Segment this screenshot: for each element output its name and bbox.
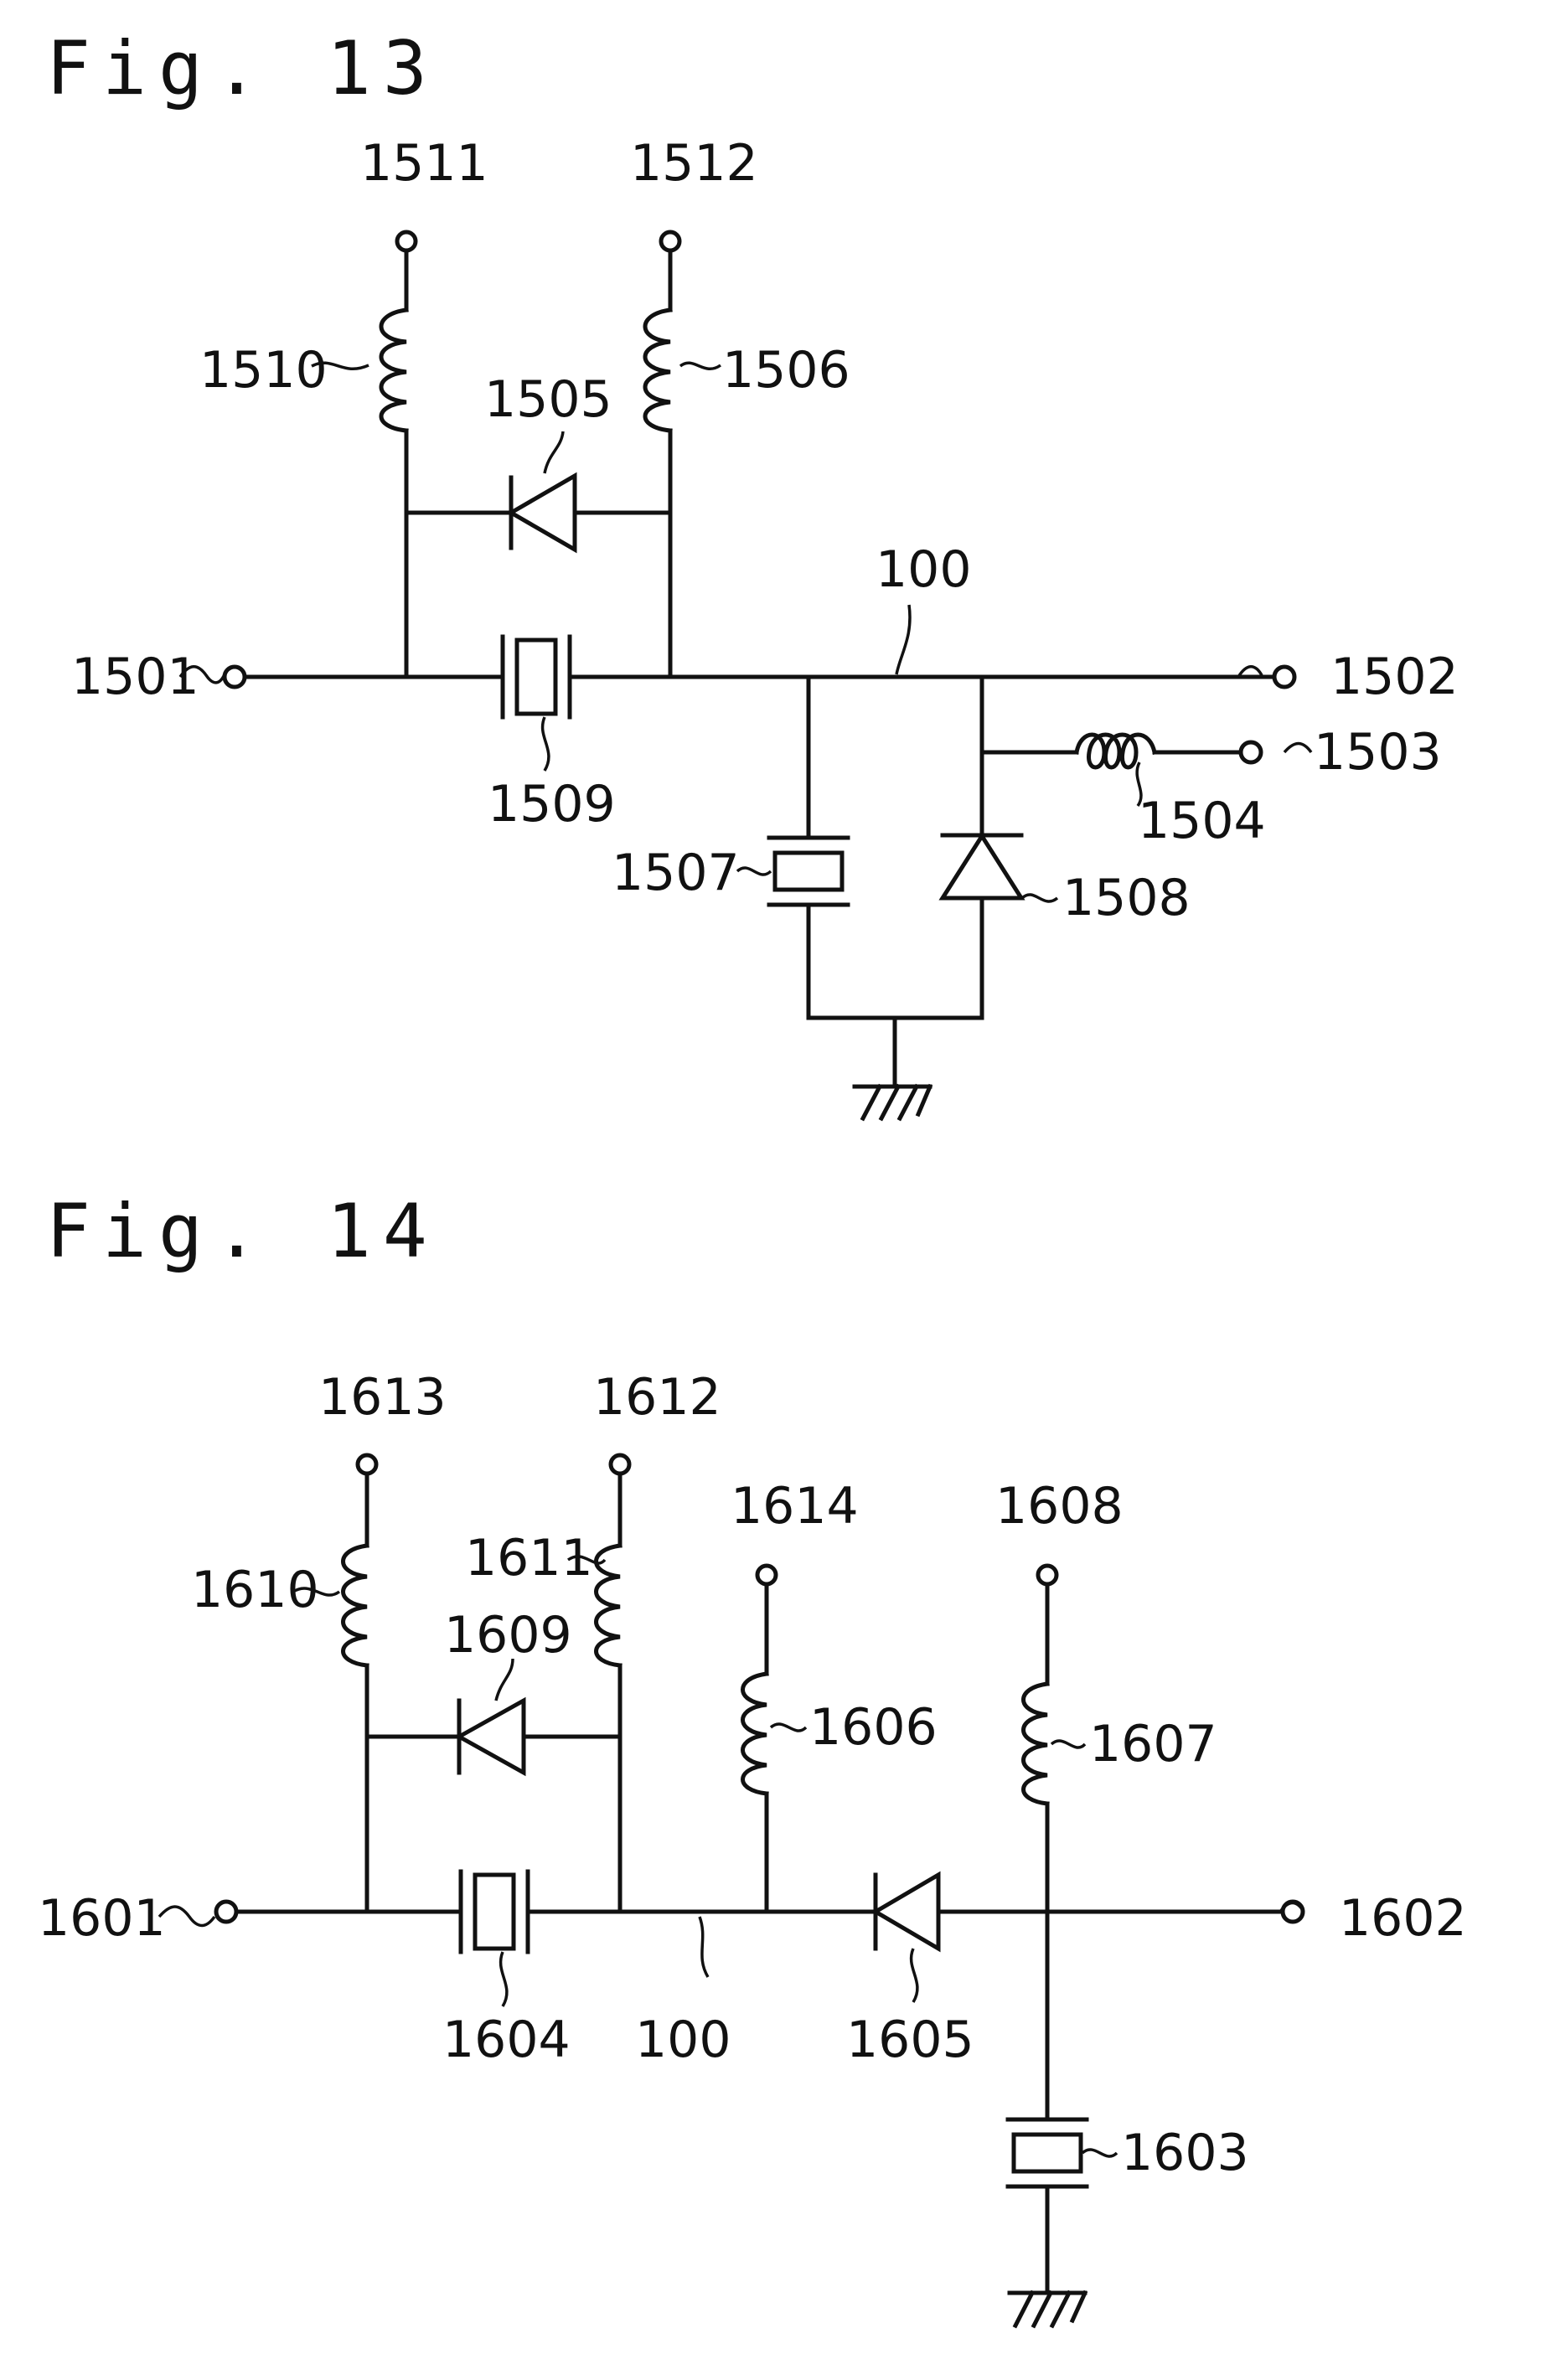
label-1505: 1505: [484, 370, 612, 429]
inductor-1504: [982, 735, 1240, 767]
terminal-1502: [1274, 667, 1294, 687]
label-1509: 1509: [488, 775, 616, 834]
diode-1609: [367, 1701, 620, 1773]
resonator-1509: [503, 637, 570, 717]
label-1603: 1603: [1121, 2124, 1249, 2182]
terminal-1501: [225, 667, 245, 687]
label-1614: 1614: [731, 1477, 859, 1536]
label-1503: 1503: [1314, 723, 1442, 782]
label-1610: 1610: [191, 1561, 319, 1619]
label-1502: 1502: [1330, 648, 1459, 706]
diode-1505: [406, 476, 670, 550]
terminal-1612: [611, 1455, 629, 1474]
fig14-title: Fig. 14: [46, 1188, 439, 1274]
label-1612: 1612: [593, 1368, 721, 1427]
label-1508: 1508: [1062, 869, 1191, 927]
label-1605: 1605: [846, 2011, 974, 2069]
resonator-1507: [769, 677, 848, 1018]
label-100-fig14: 100: [635, 2011, 731, 2069]
inductor-1611: [597, 1474, 621, 1912]
inductor-1607: [1024, 1584, 1048, 1912]
label-1609: 1609: [444, 1606, 572, 1665]
label-1504: 1504: [1138, 792, 1266, 850]
label-1511: 1511: [360, 134, 488, 193]
terminal-1601: [216, 1902, 236, 1922]
inductor-1610: [344, 1474, 368, 1912]
label-1608: 1608: [995, 1477, 1124, 1536]
label-1607: 1607: [1089, 1715, 1217, 1773]
figure-13: Fig. 13: [46, 25, 1459, 1118]
terminal-1608: [1038, 1566, 1056, 1584]
figure-14: Fig. 14: [38, 1188, 1467, 2326]
label-1601: 1601: [38, 1889, 166, 1948]
label-1611: 1611: [465, 1529, 593, 1588]
terminal-1511: [397, 232, 416, 250]
fig13-title: Fig. 13: [46, 25, 439, 111]
label-1604: 1604: [442, 2011, 571, 2069]
inductor-1510: [381, 250, 406, 511]
label-1501: 1501: [71, 648, 199, 706]
inductor-1506: [645, 250, 670, 511]
label-1512: 1512: [630, 134, 758, 193]
label-1507: 1507: [612, 844, 740, 902]
ground-symbol-fig13: [808, 1018, 982, 1118]
label-100-fig13: 100: [876, 540, 972, 599]
resonator-1603: [1008, 1912, 1087, 2291]
terminal-1503: [1241, 742, 1261, 762]
diode-1508: [943, 677, 1021, 1018]
label-1613: 1613: [318, 1368, 447, 1427]
label-1606: 1606: [809, 1698, 938, 1757]
diode-1605: [876, 1875, 938, 1949]
inductor-1606: [743, 1584, 767, 1912]
terminal-1614: [757, 1566, 776, 1584]
ground-symbol-fig14: [1010, 2293, 1085, 2326]
label-1510: 1510: [199, 341, 328, 400]
label-1602: 1602: [1339, 1889, 1467, 1948]
resonator-1604: [461, 1871, 528, 1952]
label-1506: 1506: [722, 341, 850, 400]
terminal-1512: [661, 232, 679, 250]
terminal-1613: [358, 1455, 376, 1474]
